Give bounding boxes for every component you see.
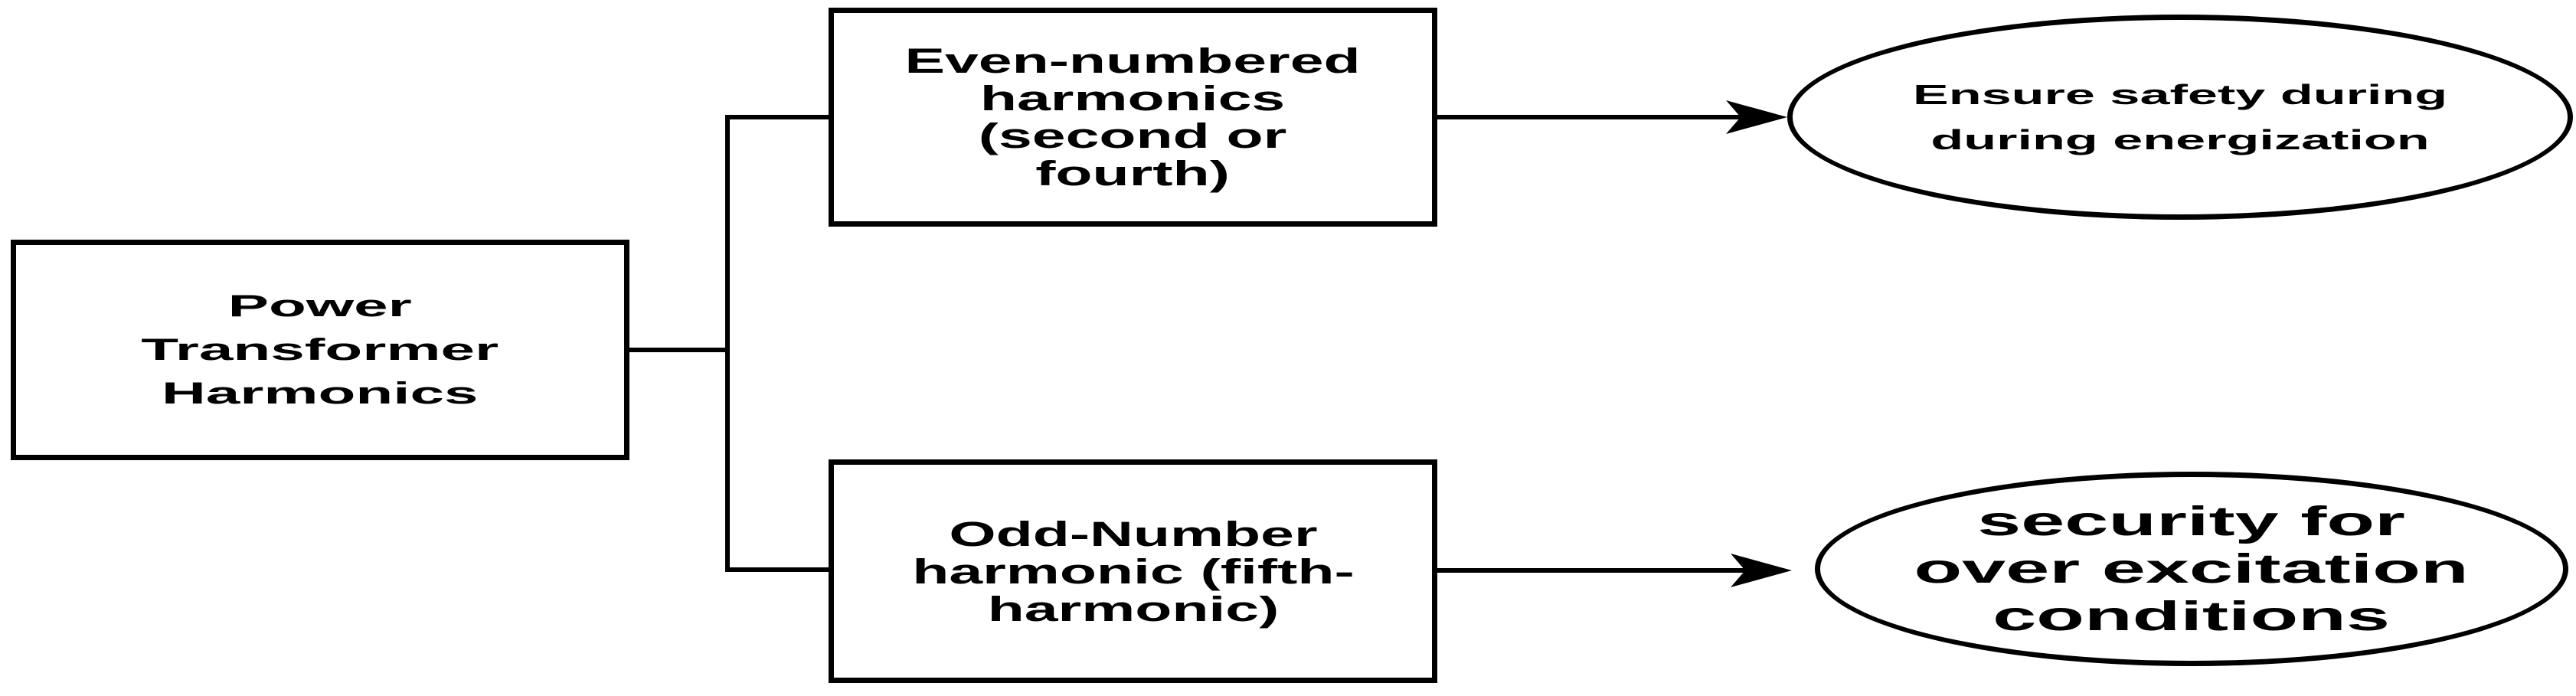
branch-odd-harmonic-node: Odd-Number harmonic (fifth- harmonic) <box>829 459 1437 683</box>
outcome-overexcitation-label: security for over excitation conditions <box>1914 498 2470 639</box>
outcome-overexcitation-node: security for over excitation conditions <box>1815 472 2568 666</box>
branch-odd-harmonic-label: Odd-Number harmonic (fifth- harmonic) <box>911 514 1355 629</box>
root-node: Power Transformer Harmonics <box>11 240 629 460</box>
branch-even-harmonics-label: Even-numbered harmonics (second or fourt… <box>904 41 1362 193</box>
branch-trunk-line <box>725 115 829 572</box>
arrow-even-arrowhead-icon <box>1726 100 1787 134</box>
root-node-label: Power Transformer Harmonics <box>141 289 499 410</box>
branch-even-harmonics-node: Even-numbered harmonics (second or fourt… <box>829 8 1437 227</box>
outcome-energization-node: Ensure safety during during energization <box>1787 15 2573 220</box>
outcome-energization-label: Ensure safety during during energization <box>1912 79 2448 155</box>
arrow-odd-arrowhead-icon <box>1731 554 1792 587</box>
